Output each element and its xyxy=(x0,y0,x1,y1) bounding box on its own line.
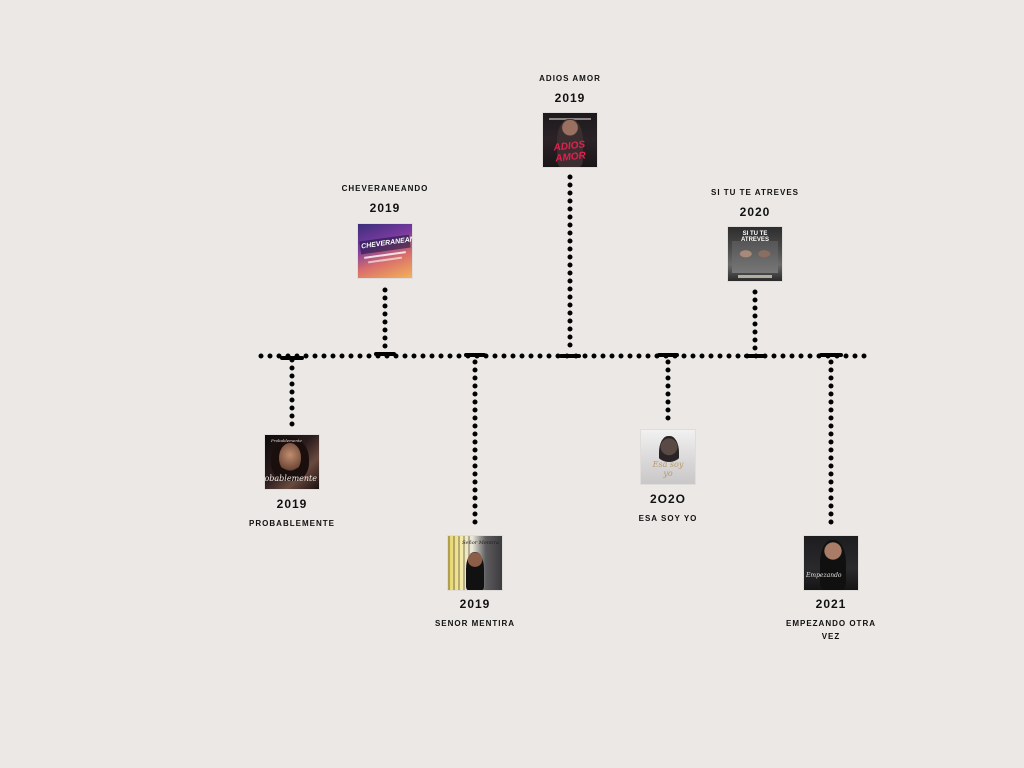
title-label-probablemente: PROBABLEMENTE xyxy=(249,519,335,528)
album-cover-si-tu-te-atreves-icon: SI TU TE ATREVES xyxy=(728,227,782,281)
year-label-probablemente: 2019 xyxy=(276,497,308,511)
album-cover-empezando-otra-vez-icon: Empezando xyxy=(804,536,858,590)
title-label-si-tu-te-atreves: SI TU TE ATREVES xyxy=(710,188,799,197)
album-cover-probablemente-icon: Probablemente Probablemente xyxy=(265,435,319,489)
title-label-cheveraneando: CHEVERANEANDO xyxy=(341,184,429,193)
album-cover-cheveraneando-icon: CHEVERANEANDO xyxy=(358,224,412,278)
year-label-adios-amor: 2019 xyxy=(554,91,586,105)
album-cover-esa-soy-yo-icon: Esa soy yo xyxy=(641,430,695,484)
title-label-esa-soy-yo: ESA SOY YO xyxy=(638,514,698,523)
year-label-si-tu-te-atreves: 2020 xyxy=(739,205,771,219)
year-label-empezando-otra-vez: 2021 xyxy=(815,597,847,611)
year-label-senor-mentira: 2019 xyxy=(459,597,491,611)
title-label-senor-mentira: SENOR MENTIRA xyxy=(434,619,516,628)
album-cover-senor-mentira-icon: Señor Mentira xyxy=(448,536,502,590)
year-label-esa-soy-yo: 2O2O xyxy=(649,492,686,506)
title-label-adios-amor: ADIOS AMOR xyxy=(539,74,601,83)
title-label-empezando-otra-vez: EMPEZANDO OTRA VEZ xyxy=(786,619,876,641)
year-label-cheveraneando: 2019 xyxy=(369,201,401,215)
album-cover-adios-amor-icon: ADIOS AMOR xyxy=(543,113,597,167)
